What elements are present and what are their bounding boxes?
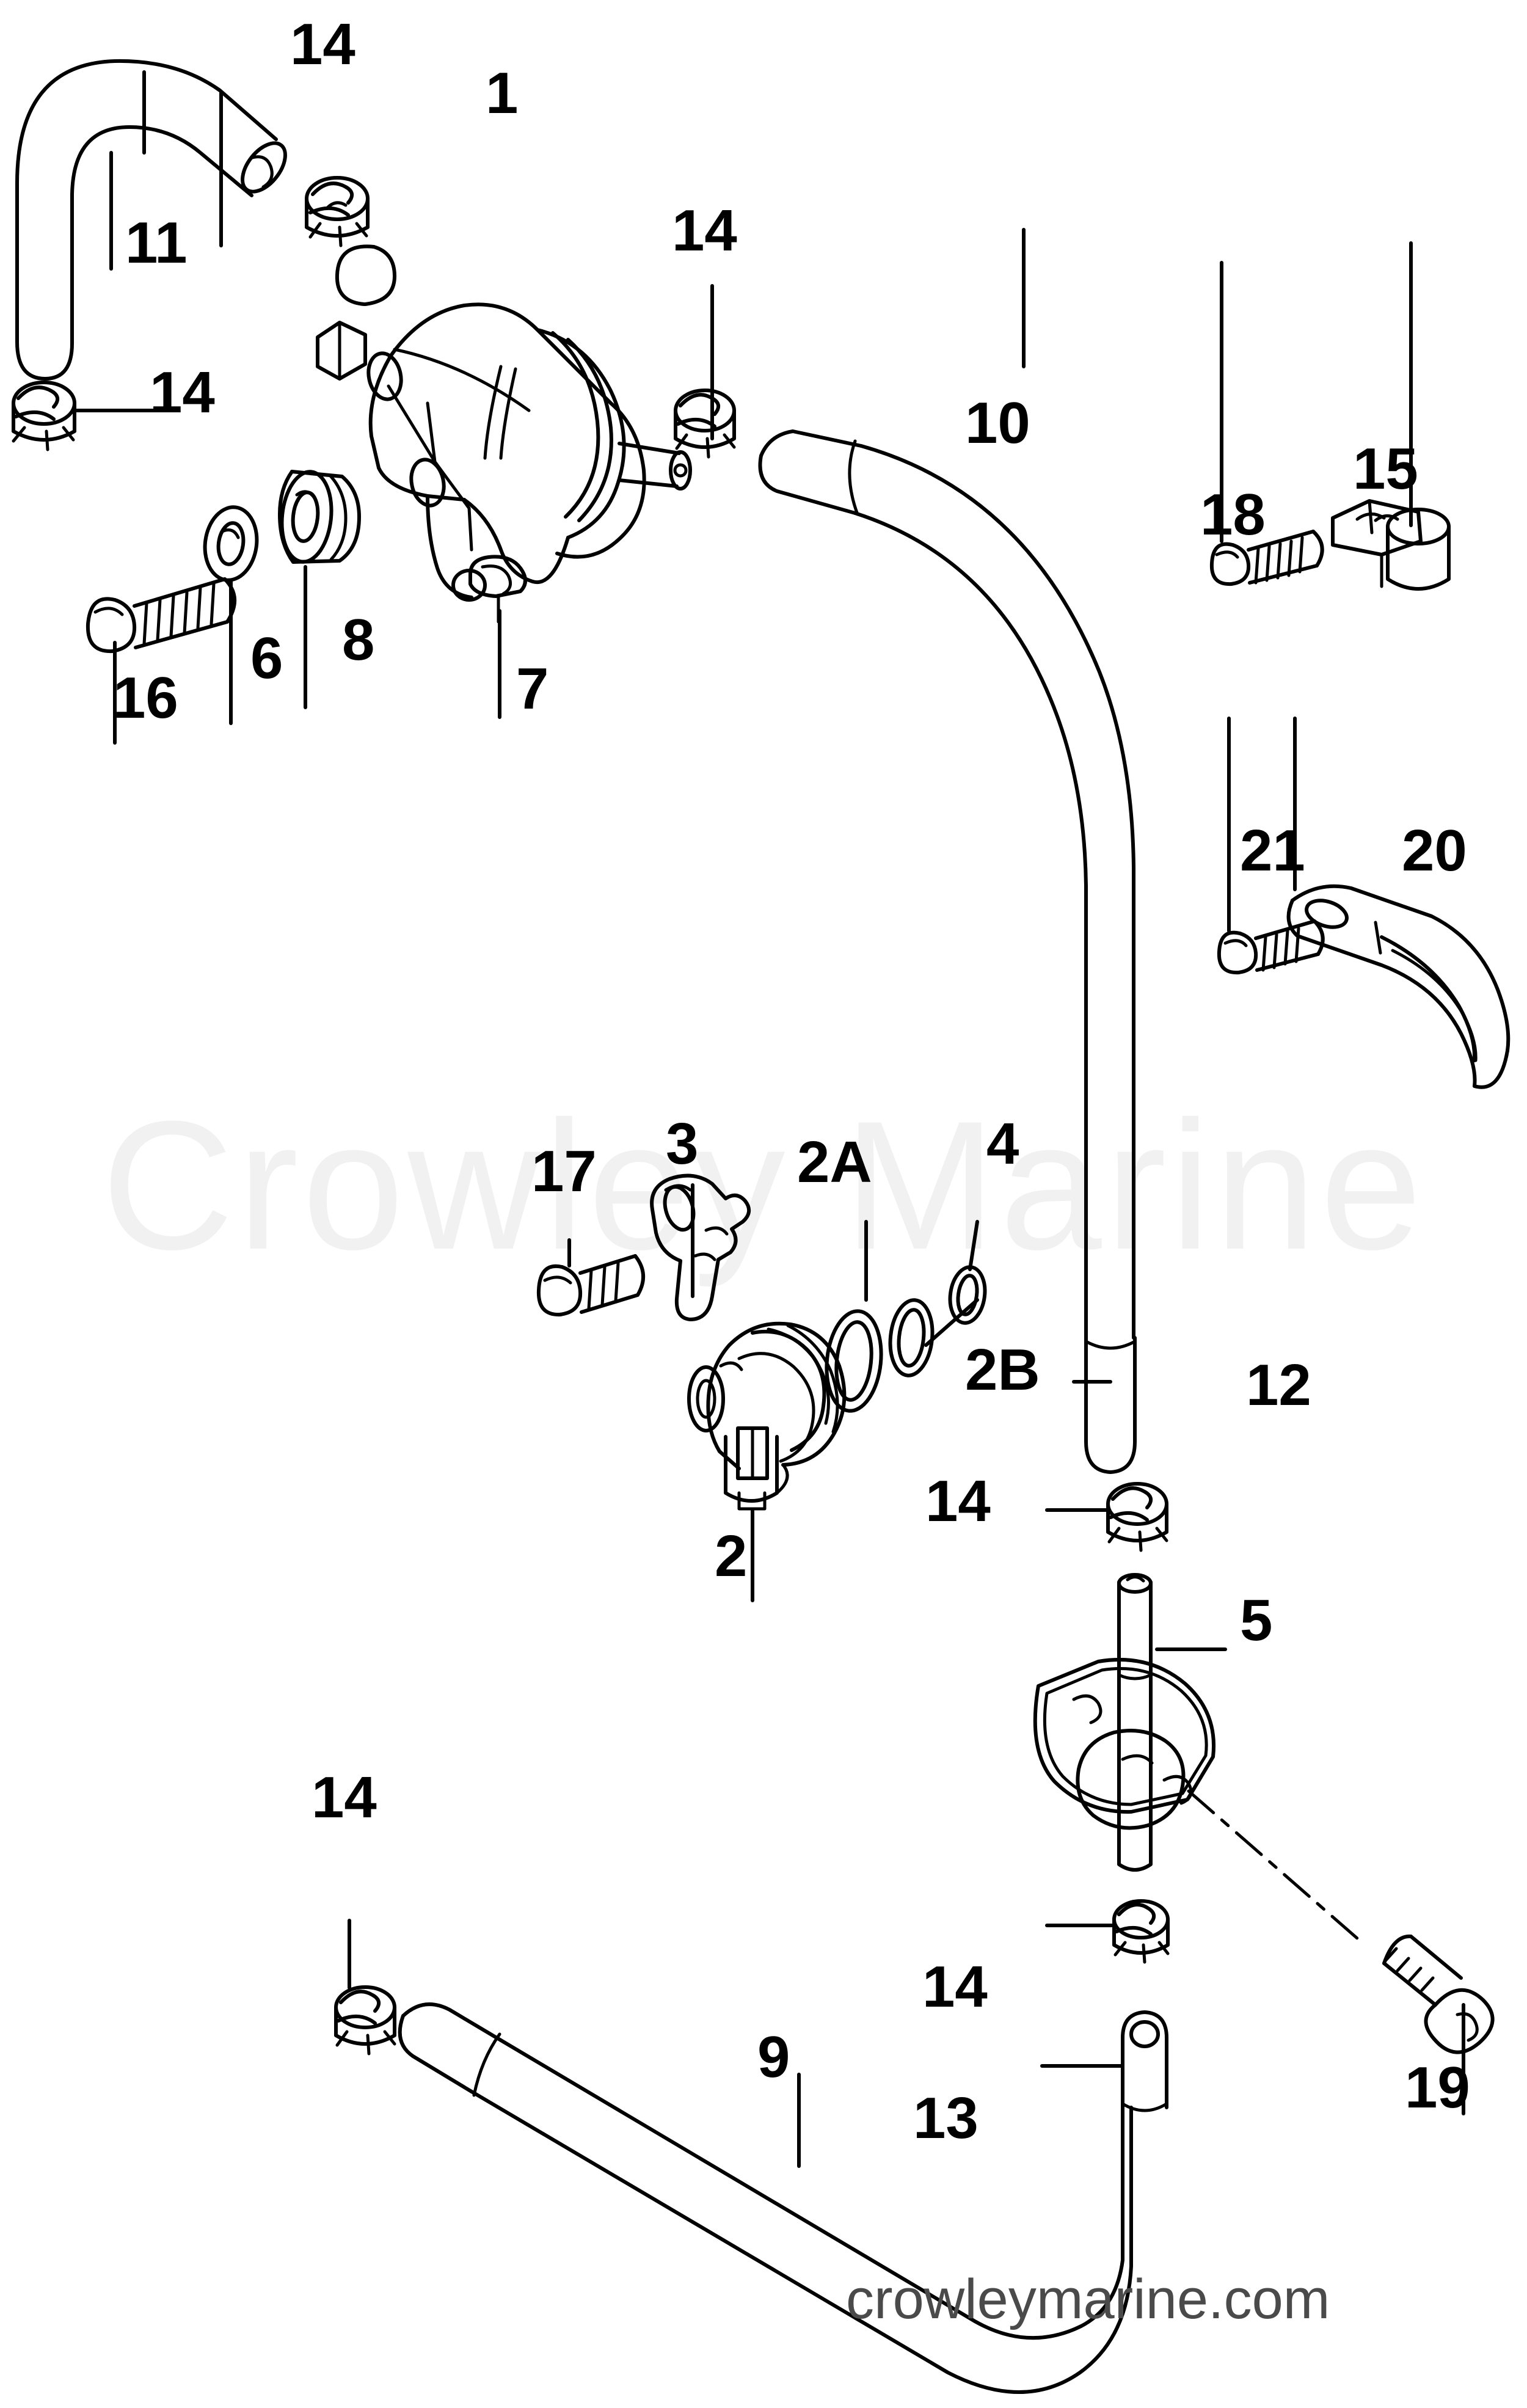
part-11-fuel-hose-upper <box>15 59 287 381</box>
part-18-screw <box>1209 530 1324 586</box>
part-16-screw-long <box>86 577 236 654</box>
part-14-hose-clamp-f <box>1112 1899 1170 1964</box>
pump-hole-leaders <box>387 384 473 552</box>
part-14-hose-clamp-d <box>1106 1482 1168 1552</box>
callout-1: 1 <box>486 60 519 126</box>
callout-2A: 2A <box>797 1129 872 1195</box>
callout-9: 9 <box>757 2024 790 2090</box>
callout-2: 2 <box>715 1523 748 1589</box>
callout-20: 20 <box>1402 818 1467 883</box>
part-4-o-ring-small <box>948 1265 987 1325</box>
part-7-grommet <box>451 555 527 624</box>
part-6-flat-washer <box>203 505 259 582</box>
part-14-hose-clamp-e <box>334 1985 396 2056</box>
part-2B-o-ring-medium <box>888 1298 935 1377</box>
part-15-hose-retainer-clip <box>1331 499 1451 591</box>
part-1-fuel-pump-assembly <box>316 244 692 599</box>
callout-7: 7 <box>516 656 549 721</box>
callout-2B: 2B <box>965 1337 1040 1403</box>
callout-14: 14 <box>925 1469 991 1534</box>
callout-17: 17 <box>531 1139 597 1204</box>
callout-12: 12 <box>1246 1352 1311 1418</box>
part-14-hose-clamp-a <box>305 176 370 247</box>
center-watermark: Crowley Marine <box>101 1082 1426 1288</box>
part-21-screw <box>1217 919 1325 975</box>
callout-13: 13 <box>913 2085 979 2151</box>
part-3-retainer-bracket <box>650 1173 751 1321</box>
part-19-screw-valve-mount <box>1187 1789 1495 2054</box>
callout-14: 14 <box>150 360 215 425</box>
callout-leader-lines <box>75 70 1465 2168</box>
callout-5: 5 <box>1240 1588 1273 1653</box>
callout-4: 4 <box>986 1111 1019 1177</box>
part-2-primer-bulb <box>687 1321 847 1511</box>
callout-11: 11 <box>125 210 188 275</box>
callout-10: 10 <box>965 390 1030 456</box>
callout-21: 21 <box>1240 818 1305 883</box>
part-5-fuel-shutoff-valve <box>1033 1573 1215 1872</box>
part-9-fuel-hose-lower <box>398 2002 1133 2394</box>
callout-18: 18 <box>1200 482 1266 547</box>
leader-2B-link <box>924 1298 979 1347</box>
part-14-hose-clamp-c <box>674 389 736 459</box>
callout-6: 6 <box>250 626 283 691</box>
callout-14: 14 <box>672 198 737 263</box>
part-20-mounting-strap <box>1286 884 1511 1089</box>
part-8-spacer-bushing <box>278 470 361 564</box>
leader-4 <box>968 1220 979 1271</box>
callout-14: 14 <box>290 12 355 77</box>
callout-19: 19 <box>1405 2055 1470 2120</box>
part-2A-o-ring-large <box>825 1309 883 1413</box>
callout-8: 8 <box>342 607 375 673</box>
footer-watermark: crowleymarine.com <box>846 2268 1330 2330</box>
part-14-hose-clamp-b <box>12 381 76 451</box>
callout-16: 16 <box>113 665 178 731</box>
part-10-fuel-hose-main <box>758 429 1137 1474</box>
callout-14: 14 <box>312 1765 377 1830</box>
callout-15: 15 <box>1353 436 1418 502</box>
part-13-hose-end-fitting-lower <box>1121 2010 1168 2112</box>
callout-3: 3 <box>666 1111 699 1177</box>
callout-14: 14 <box>922 1954 988 2019</box>
part-17-screw-short <box>536 1254 646 1317</box>
